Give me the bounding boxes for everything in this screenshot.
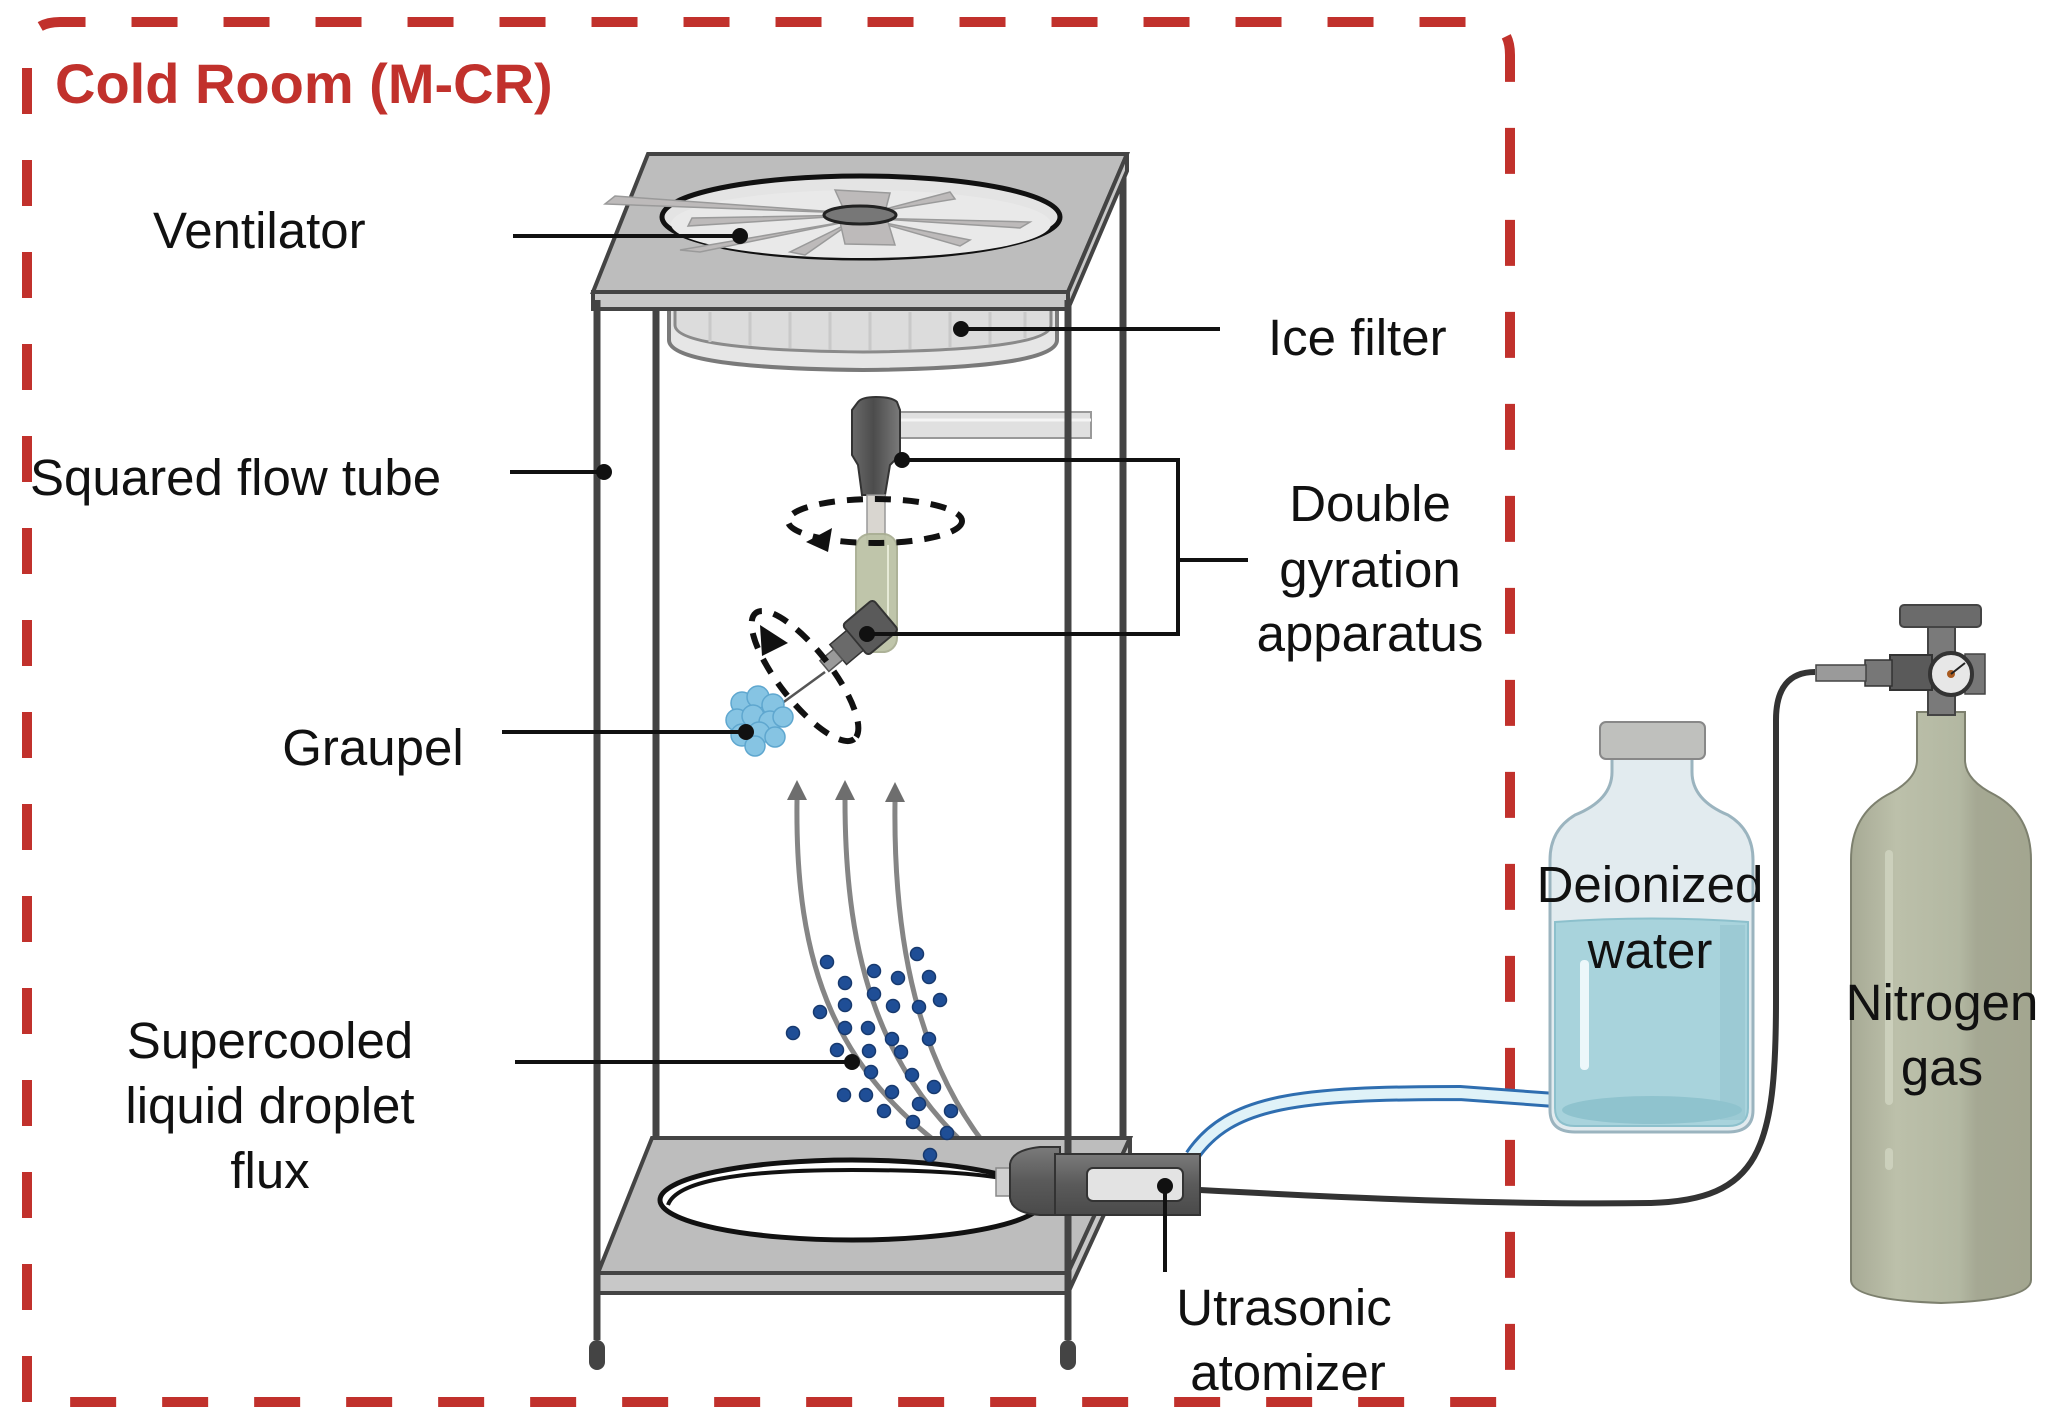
label-atomizer-line2: atomizer	[1190, 1344, 1386, 1401]
cold-room-title: Cold Room (M-CR)	[55, 52, 553, 115]
droplet	[921, 969, 937, 985]
regulator-fitting	[1815, 664, 1867, 682]
water-tube	[1187, 1087, 1556, 1159]
graupel	[725, 685, 794, 757]
droplet	[943, 1103, 959, 1119]
arrow-up-icon	[842, 799, 994, 1170]
atomizer-nozzle	[995, 1167, 1011, 1197]
label-supercooled-line2: liquid droplet	[125, 1077, 414, 1134]
graupel-pointer	[738, 724, 754, 740]
gas-hose	[1199, 669, 1816, 1207]
droplet	[884, 1084, 900, 1100]
rotation-arrow-icon	[806, 528, 832, 552]
droplet	[861, 1043, 877, 1059]
droplet	[876, 1103, 892, 1119]
flow-tube-pointer	[596, 464, 612, 480]
label-ice-filter: Ice filter	[1268, 309, 1447, 366]
droplet	[837, 975, 853, 991]
ice-filter-pointer	[953, 321, 969, 337]
rotation-path-horizontal	[785, 496, 965, 546]
label-double-gyration-line1: Double	[1289, 475, 1451, 532]
droplet	[932, 992, 948, 1008]
ice-filter	[667, 307, 1059, 373]
droplet	[893, 1044, 909, 1060]
label-atomizer-line1: Utrasonic	[1176, 1279, 1391, 1336]
double-gyration-apparatus	[748, 395, 1092, 745]
arrow-head	[885, 782, 905, 802]
gyration-bracket	[867, 458, 1180, 636]
droplet	[926, 1079, 942, 1095]
front-right-foot	[1060, 1340, 1076, 1370]
droplet	[858, 1087, 874, 1103]
droplet-pointer	[844, 1054, 860, 1070]
droplet	[860, 1020, 876, 1036]
droplet	[866, 963, 882, 979]
label-nitrogen-line1: Nitrogen	[1846, 974, 2039, 1031]
label-double-gyration-line2: gyration	[1279, 541, 1460, 598]
droplet	[866, 986, 882, 1002]
droplet	[885, 998, 901, 1014]
droplet	[904, 1067, 920, 1083]
droplet	[884, 1031, 900, 1047]
label-deionized-line1: Deionized	[1537, 856, 1764, 913]
droplet	[911, 999, 927, 1015]
droplet	[785, 1025, 801, 1041]
droplet	[909, 946, 925, 962]
supercooled-droplets	[785, 946, 959, 1163]
front-left-foot	[589, 1340, 605, 1370]
deionized-water-bottle	[1548, 721, 1755, 1134]
arrow-head	[787, 780, 807, 800]
arrow-up-icon	[794, 799, 982, 1175]
rotor-arm	[899, 411, 1092, 439]
valve-handle	[1899, 604, 1982, 628]
label-ventilator: Ventilator	[153, 202, 366, 259]
rotation-path-tilted	[748, 607, 862, 745]
nitrogen-gas-cylinder	[1815, 604, 2032, 1305]
ventilator-fan	[602, 173, 1063, 261]
droplet	[863, 1064, 879, 1080]
ultrasonic-atomizer	[995, 1146, 1201, 1216]
ventilator-pointer	[732, 228, 748, 244]
droplet	[819, 954, 835, 970]
droplet	[911, 1096, 927, 1112]
label-squared-flow-tube: Squared flow tube	[30, 449, 441, 506]
gyration-pointer-upper	[894, 452, 910, 468]
arrow-head	[835, 780, 855, 800]
water-tube-outline	[1185, 1084, 1556, 1161]
droplet	[890, 970, 906, 986]
label-supercooled-line1: Supercooled	[127, 1012, 413, 1069]
label-graupel: Graupel	[282, 719, 463, 776]
leader-lines	[502, 228, 1248, 1272]
droplet	[836, 1087, 852, 1103]
droplet	[921, 1031, 937, 1047]
bottle-cap	[1599, 721, 1706, 760]
rotor-motor	[851, 395, 901, 496]
cold-room-boundary	[22, 17, 1515, 1407]
droplet	[939, 1125, 955, 1141]
label-double-gyration-line3: apparatus	[1257, 605, 1484, 662]
label-deionized-line2: water	[1587, 922, 1713, 979]
gyration-pointer-lower	[859, 626, 875, 642]
label-supercooled-line3: flux	[230, 1142, 309, 1199]
droplet	[837, 1020, 853, 1036]
droplet	[837, 997, 853, 1013]
droplet	[905, 1114, 921, 1130]
rotation-arrow-icon	[760, 625, 788, 656]
droplet	[812, 1004, 828, 1020]
atomizer-pointer	[1157, 1178, 1173, 1194]
water-fill	[1554, 917, 1749, 1127]
droplet	[922, 1147, 938, 1163]
gas-cylinder-icon	[1850, 711, 2032, 1305]
droplet	[829, 1042, 845, 1058]
label-nitrogen-line2: gas	[1901, 1039, 1983, 1096]
